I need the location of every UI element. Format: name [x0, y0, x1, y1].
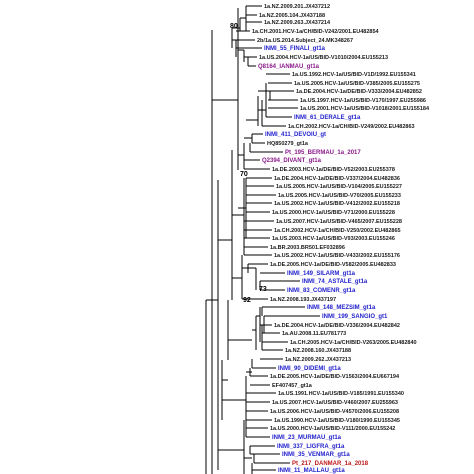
bootstrap-value-73: 73	[259, 286, 267, 293]
bootstrap-value-80: 80	[230, 23, 238, 30]
leaf-label: 1a.US.2001.HCV-1a/US/BID-V1018/2001.EU15…	[300, 106, 430, 112]
leaf-label: INMI_55_FINALI_gt1a	[264, 46, 326, 52]
leaf-label: 2b/1a.US.2014.Subject_24.MK348267	[257, 38, 353, 44]
leaf-label: 1a.US.2000.HCV-1a/US/BID-V111/2000.EU155…	[270, 426, 395, 432]
leaf-labels: 1a.NZ.2009.201.JX437212 1a.NZ.2005.104.JX…	[252, 4, 430, 474]
leaf-label: 1a.US.1990.HCV-1a/US/BID-V180/1990.EU155…	[274, 418, 400, 424]
leaf-label: 1a.NZ.2005.104.JX437188	[259, 13, 325, 19]
bootstrap-value-70: 70	[240, 171, 248, 178]
leaf-label: 1a.NZ.2009.262.JX437213	[285, 357, 351, 363]
leaf-label: Q2394_DIVANT_gt1a	[262, 158, 322, 164]
leaf-label: INMI_35_VENMAR_gt1a	[282, 452, 350, 458]
leaf-label: 1a.US.2006.HCV-1a/US/BID-V4570/2006.EU15…	[270, 409, 399, 415]
leaf-label: 1a.US.2005.HCV-1a/US/BID-V104/2005.EU155…	[276, 184, 402, 190]
leaf-label: 1a.US.2000.HCV-1a/US/BID-V71/2000.EU1552…	[272, 210, 395, 216]
leaf-label: INMI_61_DERALE_gt1a	[294, 115, 361, 121]
leaf-label: INMI_90_DIDEMI_gt1a	[278, 366, 341, 372]
leaf-label: 1a.US.2007.HCV-1a/US/BID-V460/2007.EU255…	[272, 400, 398, 406]
leaf-label: 1a.US.1997.HCV-1a/US/BID-V170/1997.EU255…	[300, 98, 426, 104]
leaf-label: Pt_195_BERMAU_1a_2017	[285, 150, 361, 156]
leaf-label: 1a.DE.2004.HCV-1a/DE/BID-V333/2004.EU482…	[296, 89, 422, 95]
leaf-label: INMI_11_MALLAU_gt1a	[278, 468, 345, 474]
leaf-label: INMI_149_SILARM_gt1a	[287, 271, 356, 277]
leaf-label: Pt_217_DANMAR_1a_2018	[292, 461, 369, 467]
leaf-label: 1a.US.1992.HCV-1a/US/BID-V1D/1992.EU1553…	[292, 72, 416, 78]
leaf-label: 1a.DE.2004.HCV-1a/DE/BID-V337/2004.EU482…	[274, 176, 400, 182]
leaf-label: INMI_411_DEVOIU_gt	[265, 132, 326, 138]
leaf-label: 1a.US.2005.HCV-1a/US/BID-V385/2005.EU155…	[294, 81, 420, 87]
leaf-label: 1a.CH.2002.HCV-1a/CH/BID-V249/2002.EU482…	[288, 124, 415, 130]
leaf-label: INMI_83_COMENR_gt1a	[287, 288, 356, 294]
leaf-label: 1a.NZ.2009.263.JX437214	[264, 20, 331, 26]
leaf-label: 1a.NZ.2008.193.JX437197	[270, 297, 336, 303]
leaf-label: 1a.DE.2004.HCV-1a/DE/BID-V336/2004.EU482…	[274, 323, 400, 329]
leaf-label: INMI_23_MURMAU_gt1a	[272, 435, 342, 441]
leaf-label: 1a.BR.2003.BR501.EF032896	[270, 245, 345, 251]
leaf-label: EF407457_gt1a	[272, 383, 313, 389]
leaf-label: 1a.US.2005.HCV-1a/US/BID-V70/2005.EU1552…	[278, 193, 401, 199]
leaf-label: 1a.DE.2005.HCV-1a/DE/BID-V582/2005.EU482…	[270, 262, 396, 268]
bootstrap-value-92: 92	[243, 297, 251, 304]
leaf-label: INMI_74_ASTALE_gt1a	[302, 279, 368, 285]
leaf-label: Q8164_IANMAU_gt1a	[258, 64, 320, 70]
leaf-label: 1a.DE.2005.HCV-1a/DE/BID-V1563/2004.EU66…	[270, 374, 400, 380]
leaf-label: 1a.DE.2003.HCV-1a/DE/BID-V52/2003.EU2553…	[272, 167, 395, 173]
leaf-label: 1a.US.1991.HCV-1a/US/BID-V185/1991.EU155…	[278, 391, 404, 397]
leaf-label: 1a.NZ.2008.160.JX437188	[285, 348, 351, 354]
leaf-label: 1a.US.2002.HCV-1a/US/BID-V412/2002.EU155…	[274, 201, 400, 207]
leaf-label: 1a.CH.2005.HCV-1a/CH/BID-V263/2005.EU482…	[290, 340, 417, 346]
leaf-label: 1a.US.2003.HCV-1a/US/BID-V93/2003.EU1552…	[272, 236, 395, 242]
leaf-label: HQ850279_gt1a	[267, 141, 309, 147]
leaf-label: INMI_199_SANGIO_gt1	[322, 314, 388, 320]
leaf-label: 1a.US.2004.HCV-1a/US/BID-V1010/2004.EU15…	[259, 55, 388, 61]
tree-branches	[205, 5, 320, 474]
leaf-label: INMI_337_LIGFRA_gt1a	[277, 444, 345, 450]
leaf-label: 1a.AU.2008.11.EU781773	[282, 331, 346, 337]
leaf-label: 1a.NZ.2009.201.JX437212	[264, 4, 330, 10]
leaf-label: 1a.US.2002.HCV-1a/US/BID-V433/2002.EU155…	[274, 253, 400, 259]
leaf-label: 1a.US.2007.HCV-1a/US/BID-V465/2007.EU155…	[276, 219, 402, 225]
leaf-label: INMI_148_MEZSIM_gt1a	[307, 305, 376, 311]
leaf-label: 1a.CH.2001.HCV-1a/CH/BID-V242/2001.EU482…	[252, 29, 380, 35]
leaf-label: 1a.CH.2002.HCV-1a/CH/BID-V250/2002.EU482…	[274, 228, 401, 234]
